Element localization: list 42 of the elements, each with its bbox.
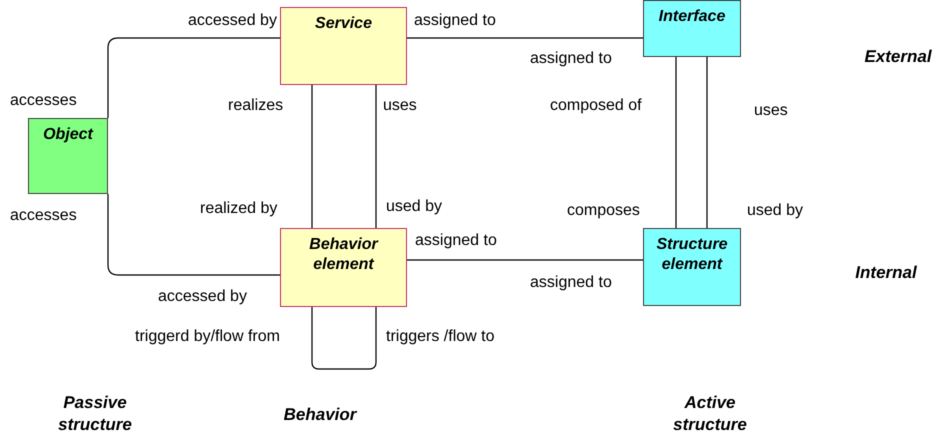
layer-heading: Internal	[854, 262, 918, 284]
role-label: composed of	[550, 97, 642, 115]
concept-box	[643, 0, 741, 57]
connector-line	[675, 57, 677, 228]
connector-line	[107, 37, 280, 118]
layer-heading: External	[863, 46, 933, 68]
concept-box	[28, 118, 108, 194]
connector-line	[407, 259, 643, 261]
role-label: accessed by	[188, 12, 277, 30]
connector-line	[706, 57, 708, 228]
role-label: assigned to	[415, 232, 497, 250]
role-label: assigned to	[414, 12, 496, 30]
role-label: realized by	[200, 200, 278, 218]
role-label: uses	[754, 102, 788, 120]
role-label: accessed by	[158, 288, 247, 306]
connector-line	[107, 194, 280, 276]
role-label: triggerd by/flow from	[135, 328, 280, 346]
role-label: realizes	[228, 97, 284, 115]
concept-name: Interface	[658, 7, 726, 27]
concept-name: Service	[315, 14, 372, 34]
concept-box	[280, 7, 407, 85]
role-label: uses	[383, 97, 417, 115]
role-label: accesses	[10, 92, 77, 110]
role-label: triggers /flow to	[386, 328, 494, 346]
concept-box	[643, 228, 741, 306]
layer-heading: Behavior	[282, 404, 358, 426]
concept-name: Behavior element	[308, 235, 380, 275]
concept-name: Object	[43, 125, 93, 145]
layer-heading: Active structure	[672, 392, 748, 436]
connector-line	[407, 37, 643, 39]
connector-line	[375, 85, 377, 228]
role-label: composes	[567, 202, 640, 220]
connector-line	[311, 307, 377, 370]
concept-name: Structure element	[655, 235, 729, 275]
layer-heading: Passive structure	[57, 392, 133, 436]
role-label: used by	[386, 198, 442, 216]
concept-box	[280, 228, 407, 307]
role-label: used by	[747, 202, 804, 220]
role-label: accesses	[10, 207, 77, 225]
role-label: assigned to	[530, 274, 612, 292]
connector-line	[311, 85, 313, 228]
role-label: assigned to	[530, 50, 612, 68]
